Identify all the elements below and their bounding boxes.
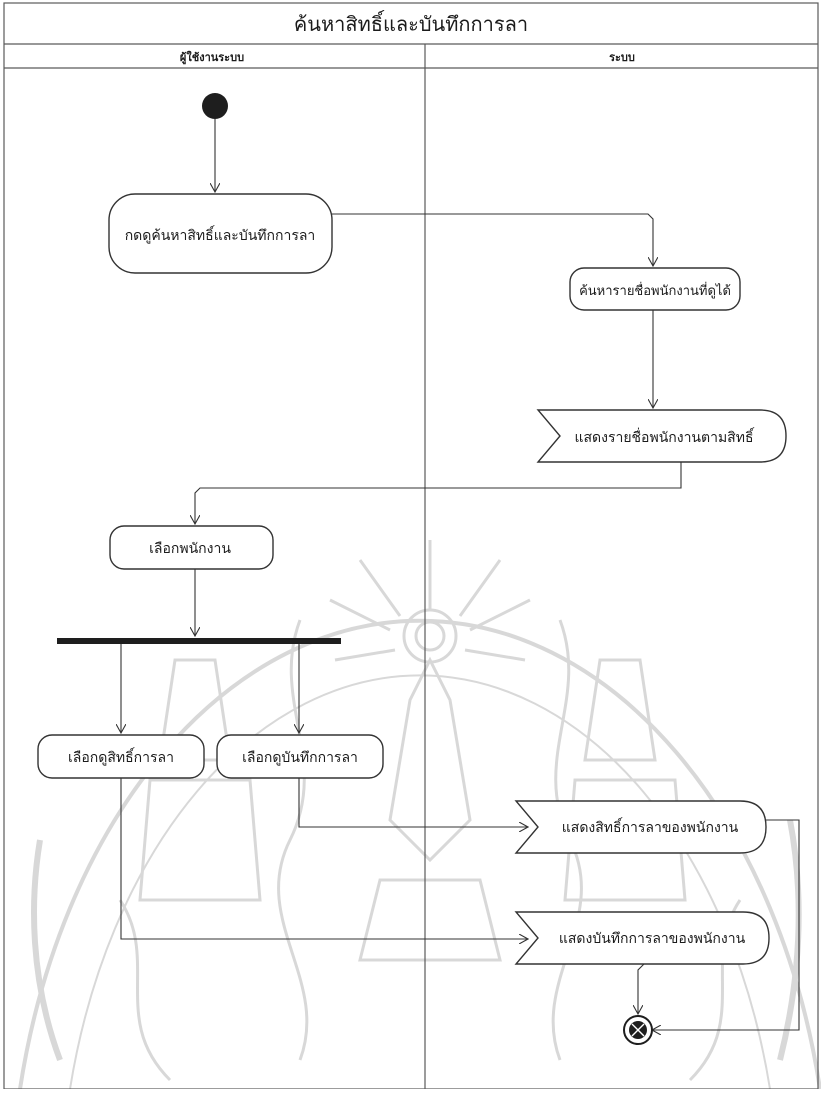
- final-node-cross: [631, 1023, 645, 1037]
- diagram-title: ค้นหาสิทธิ์และบันทึกการลา: [294, 9, 528, 36]
- signal-show-leave-rights: [514, 800, 767, 854]
- flow-to-show-rights: [298, 778, 528, 827]
- flow-records-to-end: [638, 963, 653, 1014]
- signal-show-employee-list: [536, 409, 787, 463]
- action-search-employees: [569, 267, 741, 311]
- lane-label-user: ผู้ใช้งานระบบ: [180, 50, 244, 65]
- action-search-employees-label: ค้นหารายชื่อพนักงานที่ดูได้: [579, 282, 731, 299]
- watermark-seal: [18, 540, 821, 1090]
- action-select-view-records-label: เลือกดูบันทึกการลา: [242, 750, 358, 766]
- lane-label-system: ระบบ: [609, 51, 635, 64]
- flow-to-select-employee: [195, 462, 682, 524]
- signal-show-leave-records: [514, 911, 770, 965]
- action-press-search: [108, 193, 333, 274]
- action-select-employee: [109, 525, 274, 570]
- flow-rights-to-end: [652, 819, 800, 1030]
- signal-show-leave-records-label: แสดงบันทึกการลาของพนักงาน: [559, 931, 746, 947]
- signal-show-leave-rights-label: แสดงสิทธิ์การลาของพนักงาน: [562, 817, 739, 836]
- flow-to-show-records: [120, 778, 528, 939]
- fork-bar: [57, 638, 341, 644]
- initial-node: [202, 93, 228, 119]
- action-select-employee-label: เลือกพนักงาน: [149, 541, 231, 557]
- signal-show-employee-list-label: แสดงรายชื่อพนักงานตามสิทธิ์: [574, 427, 755, 446]
- action-press-search-label: กดดูค้นหาสิทธิ์และบันทึกการลา: [125, 225, 316, 244]
- flow-to-search: [332, 213, 653, 266]
- action-select-view-records: [216, 734, 384, 779]
- action-select-view-rights-label: เลือกดูสิทธิ์การลา: [68, 747, 174, 766]
